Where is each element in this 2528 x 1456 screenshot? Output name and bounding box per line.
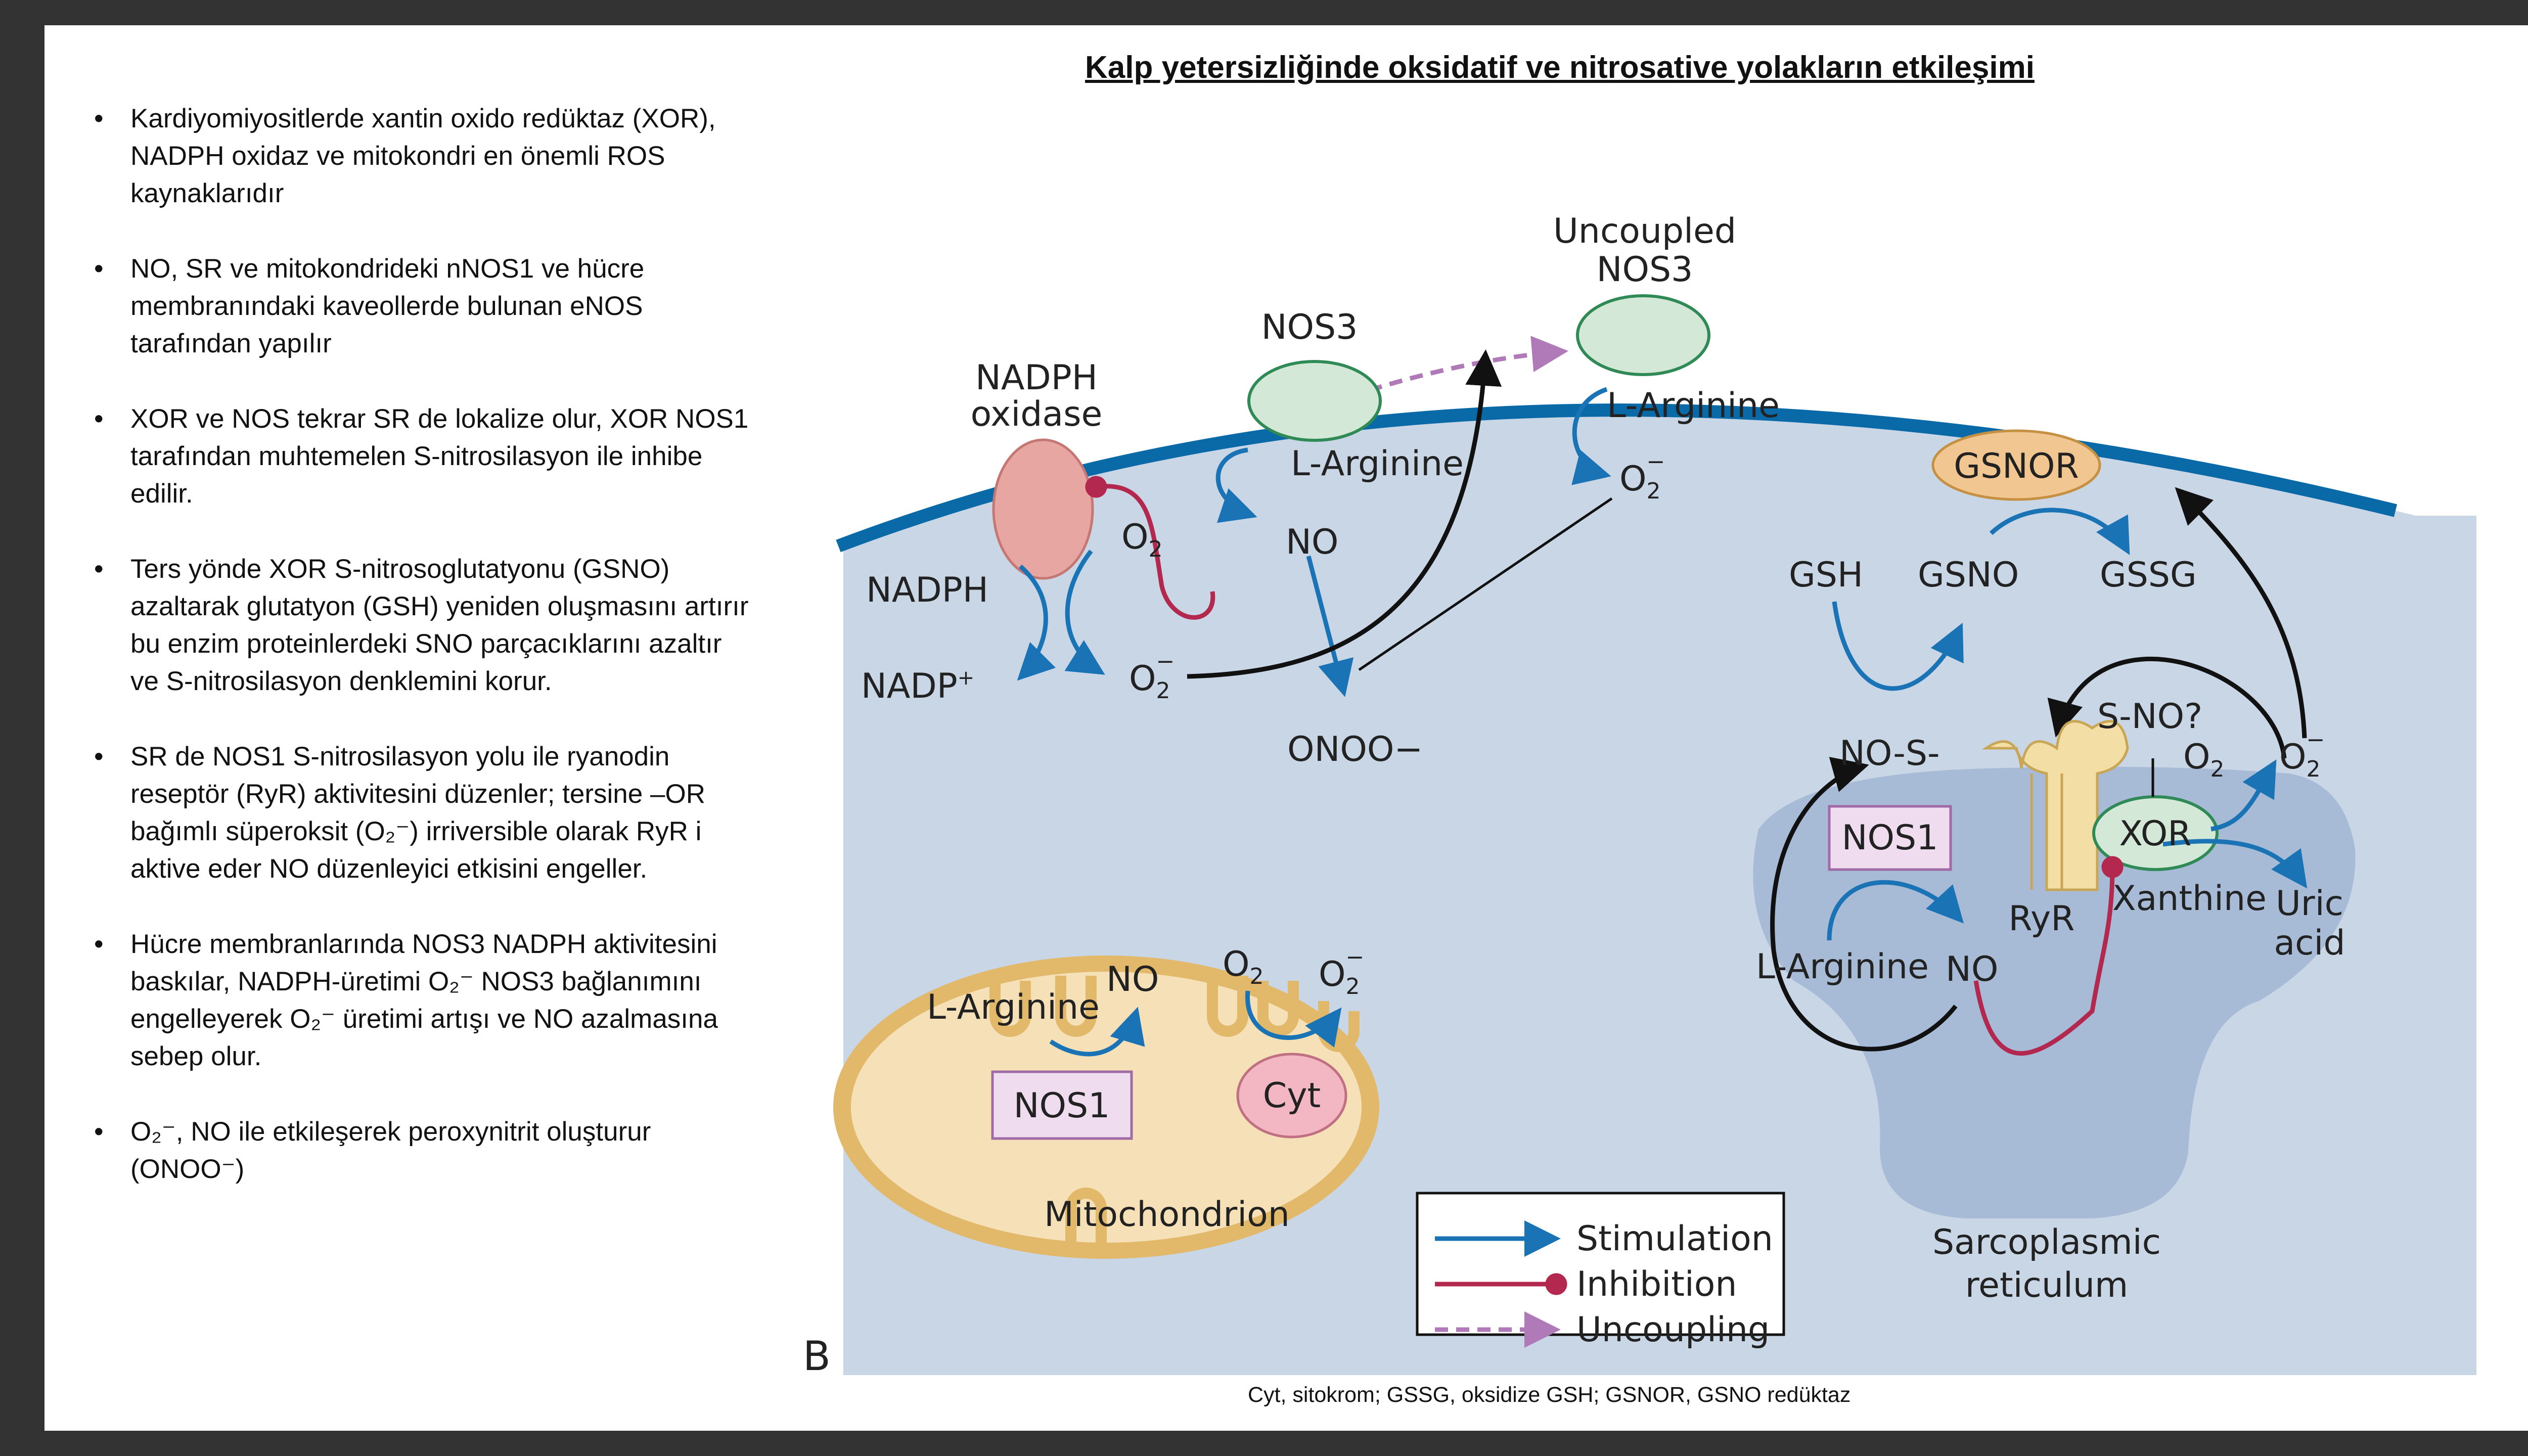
gssg-label: GSSG xyxy=(2100,555,2197,595)
mito-superoxide-label: O2− xyxy=(1319,944,1364,999)
panel-letter: B xyxy=(803,1333,831,1375)
nadp-label: NADP+ xyxy=(861,666,974,706)
nadph-oxidase-label-1: NADPH xyxy=(975,358,1098,398)
xor-enzyme xyxy=(2092,795,2219,871)
no-s-label: NO-S- xyxy=(1839,734,1940,774)
superoxide-to-ryr xyxy=(2047,656,2287,759)
slide-title: Kalp yetersizliğinde oksidatif ve nitros… xyxy=(1085,50,2035,85)
nadph-oxidase-enzyme xyxy=(992,438,1094,580)
gsnor-label: GSNOR xyxy=(1954,446,2079,486)
gsnor-enzyme xyxy=(1931,429,2101,501)
ryanodine-receptor xyxy=(1981,720,2129,891)
uric-acid-label-1: Uric xyxy=(2276,884,2343,924)
superoxide-to-gsnor xyxy=(2175,487,2307,739)
legend-stimulation: Stimulation xyxy=(1576,1219,1773,1259)
bullet-item: O₂⁻, NO ile etkileşerek peroxynitrit olu… xyxy=(85,1113,757,1188)
stimulation-gsno-gssg xyxy=(1989,508,2130,555)
nos3-enzyme xyxy=(1247,360,1382,442)
sr-label-1: Sarcoplasmic xyxy=(1932,1222,2161,1262)
xor-label: XOR xyxy=(2119,814,2191,854)
l-arginine-label-uncoupled: L-Arginine xyxy=(1607,386,1780,426)
pathway-diagram: NADPH oxidase NOS3 Uncoupled NOS3 NADPH … xyxy=(803,211,2476,1375)
superoxide-label: O2− xyxy=(1129,649,1175,704)
ryr-label: RyR xyxy=(2008,899,2074,939)
mito-no-label: NO xyxy=(1106,960,1159,999)
stimulation-mito-o2-superoxide xyxy=(1245,990,1342,1048)
gsh-label: GSH xyxy=(1789,555,1863,595)
bullet-item: Ters yönde XOR S-nitrosoglutatyonu (GSNO… xyxy=(85,551,757,700)
slide: Kalp yetersizliğinde oksidatif ve nitros… xyxy=(44,25,2528,1431)
mito-l-arginine-label: L-Arginine xyxy=(927,987,1100,1027)
stimulation-arginine-no xyxy=(1215,447,1257,523)
uncoupling-arrow xyxy=(1368,336,1568,393)
uncoupled-nos3-enzyme xyxy=(1576,294,1710,376)
stimulation-xor-superoxide xyxy=(2210,759,2277,832)
sr-label-2: reticulum xyxy=(1965,1265,2129,1305)
stimulation-gsh-gsno xyxy=(1832,601,1964,691)
uric-acid-label-2: acid xyxy=(2274,923,2345,963)
onoo-label: ONOO− xyxy=(1287,730,1423,769)
bullet-item: XOR ve NOS tekrar SR de lokalize olur, X… xyxy=(85,400,757,513)
stimulation-o2-superoxide xyxy=(1064,550,1105,675)
mito-nos1-box xyxy=(991,1070,1133,1140)
stimulation-mito-arginine-no xyxy=(1049,1007,1145,1057)
bullet-list: Kardiyomiyositlerde xantin oxido redükta… xyxy=(85,100,757,1226)
stimulation-xanthine-uric-acid xyxy=(2162,839,2308,889)
l-arginine-label-nos3: L-Arginine xyxy=(1291,444,1464,484)
stimulation-sr-arginine-no xyxy=(1827,880,1964,941)
stimulation-nadph xyxy=(1017,564,1056,681)
sarcoplasmic-reticulum-shape xyxy=(1753,766,2356,1218)
caption: Cyt, sitokrom; GSSG, oksidize GSH; GSNOR… xyxy=(1248,1383,1851,1407)
sr-o2-label: O2 xyxy=(2183,737,2225,782)
sr-nos1-box xyxy=(1828,805,1952,871)
legend xyxy=(1416,1192,1785,1348)
bullet-item: SR de NOS1 S-nitrosilasyon yolu ile ryan… xyxy=(85,738,757,888)
sr-l-arginine-label: L-Arginine xyxy=(1756,947,1929,987)
nos3-label: NOS3 xyxy=(1261,307,1358,347)
sr-nos1-label: NOS1 xyxy=(1842,818,1938,858)
mito-nos1-label: NOS1 xyxy=(1014,1086,1110,1126)
legend-inhibition: Inhibition xyxy=(1576,1264,1737,1304)
uncoupled-nos3-label-2: NOS3 xyxy=(1597,250,1693,290)
sr-no-label: NO xyxy=(1946,949,1998,989)
nadph-label: NADPH xyxy=(866,570,988,610)
bullet-item: Kardiyomiyositlerde xantin oxido redükta… xyxy=(85,100,757,212)
uncoupled-superoxide-label: O2− xyxy=(1619,449,1665,504)
inhibition-nadph-oxidase-nos3 xyxy=(1085,476,1215,620)
cyt-label: Cyt xyxy=(1263,1076,1321,1116)
superoxide-to-uncoupled-nos3 xyxy=(1187,349,1502,679)
inhibition-no-xor xyxy=(1973,856,2124,1056)
superoxide-onoo-line xyxy=(1358,497,1613,671)
mito-o2-label: O2 xyxy=(1223,944,1264,989)
nadph-oxidase-label-2: oxidase xyxy=(971,394,1103,434)
o2-label: O2 xyxy=(1121,517,1163,562)
no-label: NO xyxy=(1286,522,1338,562)
gsno-label: GSNO xyxy=(1918,555,2019,595)
cyt-enzyme xyxy=(1236,1053,1347,1139)
bullet-item: Hücre membranlarında NOS3 NADPH aktivite… xyxy=(85,926,757,1075)
stimulation-uncoupled-o2 xyxy=(1571,387,1611,485)
sr-superoxide-label: O2− xyxy=(2279,727,2325,782)
legend-uncoupling: Uncoupling xyxy=(1576,1310,1770,1350)
mitochondrion-label: Mitochondrion xyxy=(1044,1195,1290,1235)
uncoupled-nos3-label-1: Uncoupled xyxy=(1553,211,1736,251)
s-no-label: S-NO? xyxy=(2097,697,2202,737)
xanthine-label: Xanthine xyxy=(2112,879,2267,919)
bullet-item: NO, SR ve mitokondrideki nNOS1 ve hücre … xyxy=(85,250,757,362)
stimulation-no-onoo xyxy=(1306,555,1354,697)
no-to-nitrosylation xyxy=(1770,757,1958,1052)
